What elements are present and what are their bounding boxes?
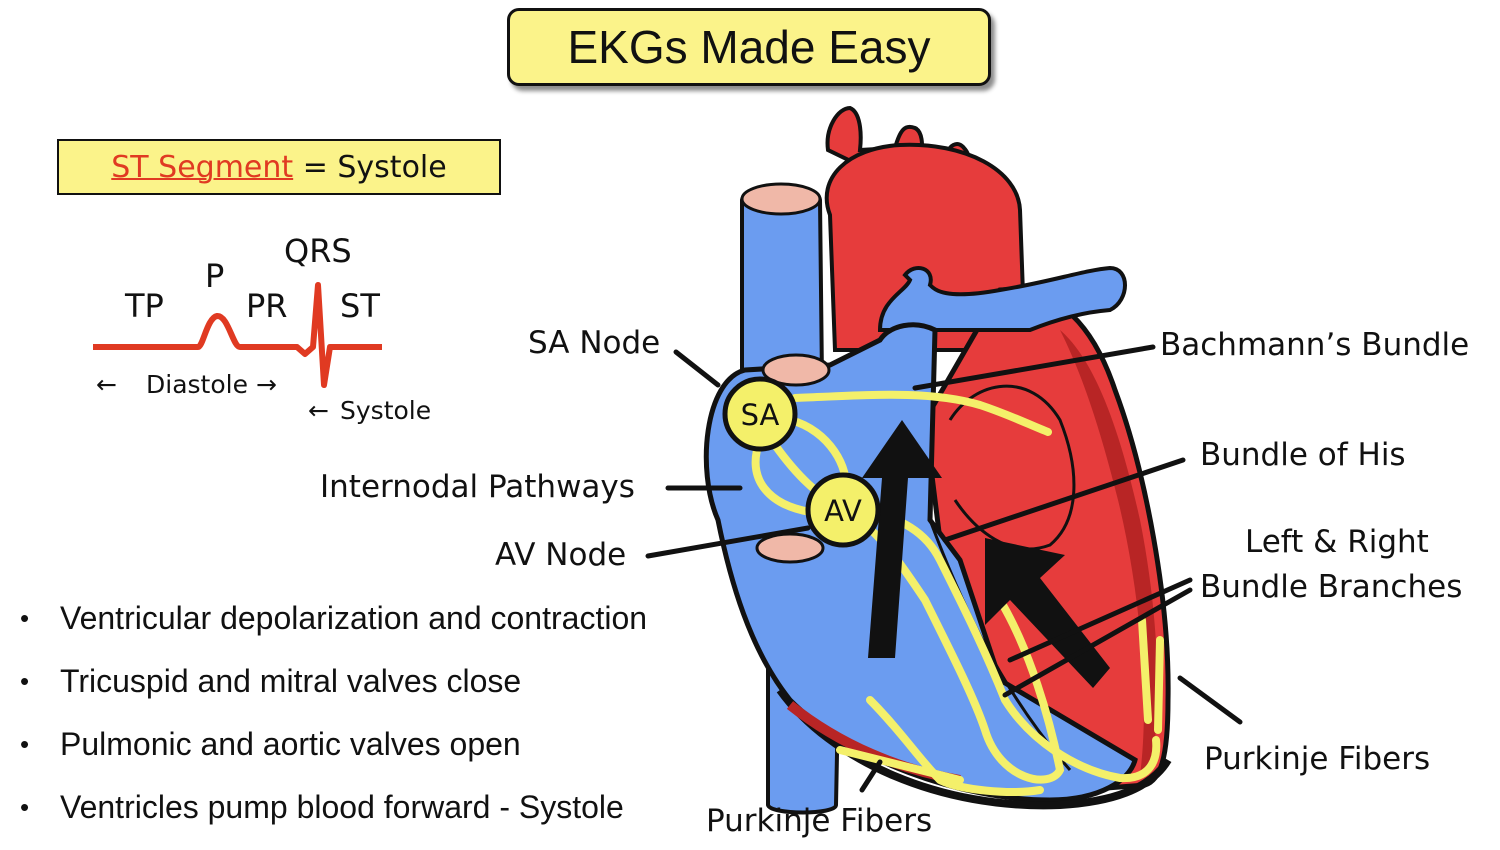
ekg-label-qrs: QRS: [284, 232, 352, 270]
label-bundle-branches-line1: Left & Right: [1245, 524, 1429, 560]
bullet-item: Tricuspid and mitral valves close: [20, 661, 720, 724]
label-bachmanns-bundle: Bachmann’s Bundle: [1160, 327, 1470, 363]
ekg-label-pr: PR: [246, 287, 288, 325]
st-segment-box: ST Segment = Systole: [57, 139, 501, 195]
page-title: EKGs Made Easy: [567, 21, 931, 73]
pointer-lines: [645, 344, 1243, 793]
pulmonary-trunk: [877, 265, 1127, 332]
diastole-arrow-right-icon: →: [256, 370, 277, 399]
purkinje-bottom: [836, 746, 964, 784]
pointer-sa-node: [673, 349, 721, 388]
purkinje-right-2: [1154, 636, 1164, 734]
purkinje-right-1: [1138, 616, 1152, 724]
label-bundle-branches-line2: Bundle Branches: [1200, 569, 1463, 605]
ekg-label-st: ST: [340, 287, 380, 325]
bachmann-pathway: [791, 390, 1052, 436]
pointer-purkinje-right: [1177, 675, 1243, 725]
pointer-his: [942, 457, 1186, 543]
label-purkinje-fibers-right: Purkinje Fibers: [1204, 741, 1431, 777]
pointer-bachmann: [912, 344, 1156, 391]
bullet-item: Ventricles pump blood forward - Systole: [20, 787, 720, 850]
bullet-item: Pulmonic and aortic valves open: [20, 724, 720, 787]
title-box: EKGs Made Easy: [507, 8, 991, 86]
st-segment-rest: = Systole: [293, 149, 447, 185]
label-purkinje-fibers-bottom: Purkinje Fibers: [706, 803, 933, 839]
sa-node: SA: [722, 376, 798, 452]
sa-node-label: SA: [741, 398, 780, 432]
purkinje-left: [866, 696, 1044, 796]
av-node-label: AV: [824, 494, 862, 528]
label-bundle-of-his: Bundle of His: [1200, 437, 1406, 473]
bullet-item: Ventricular depolarization and contracti…: [20, 598, 720, 661]
up-arrow: [862, 420, 942, 658]
av-node: AV: [805, 472, 881, 548]
diastole-label: Diastole: [146, 370, 248, 399]
pointer-purkinje-bottom: [859, 759, 883, 793]
systole-arrow-icon: ←: [308, 396, 329, 425]
diastole-arrow-left-icon: ←: [96, 370, 117, 399]
label-internodal-pathways: Internodal Pathways: [320, 469, 635, 505]
superior-vena-cava: [740, 184, 825, 382]
pointer-branch-1: [1007, 577, 1193, 663]
systole-bullet-list: Ventricular depolarization and contracti…: [20, 598, 720, 850]
ekg-label-p: P: [205, 257, 225, 295]
pointer-branch-2: [1002, 587, 1193, 698]
pointer-av-node: [645, 525, 811, 559]
ekg-label-tp: TP: [125, 287, 164, 325]
label-sa-node: SA Node: [528, 325, 661, 361]
label-av-node: AV Node: [495, 537, 627, 573]
conduction-pathways: [751, 390, 1164, 796]
st-segment-highlight: ST Segment: [111, 149, 294, 185]
bundle-branch-left: [866, 506, 1161, 783]
heart-illustration: [703, 105, 1172, 815]
internodal-pathway-1: [751, 436, 814, 516]
ekg-waveform: [93, 282, 382, 388]
bundle-branch-right: [856, 516, 1065, 784]
systole-label: Systole: [340, 396, 432, 425]
